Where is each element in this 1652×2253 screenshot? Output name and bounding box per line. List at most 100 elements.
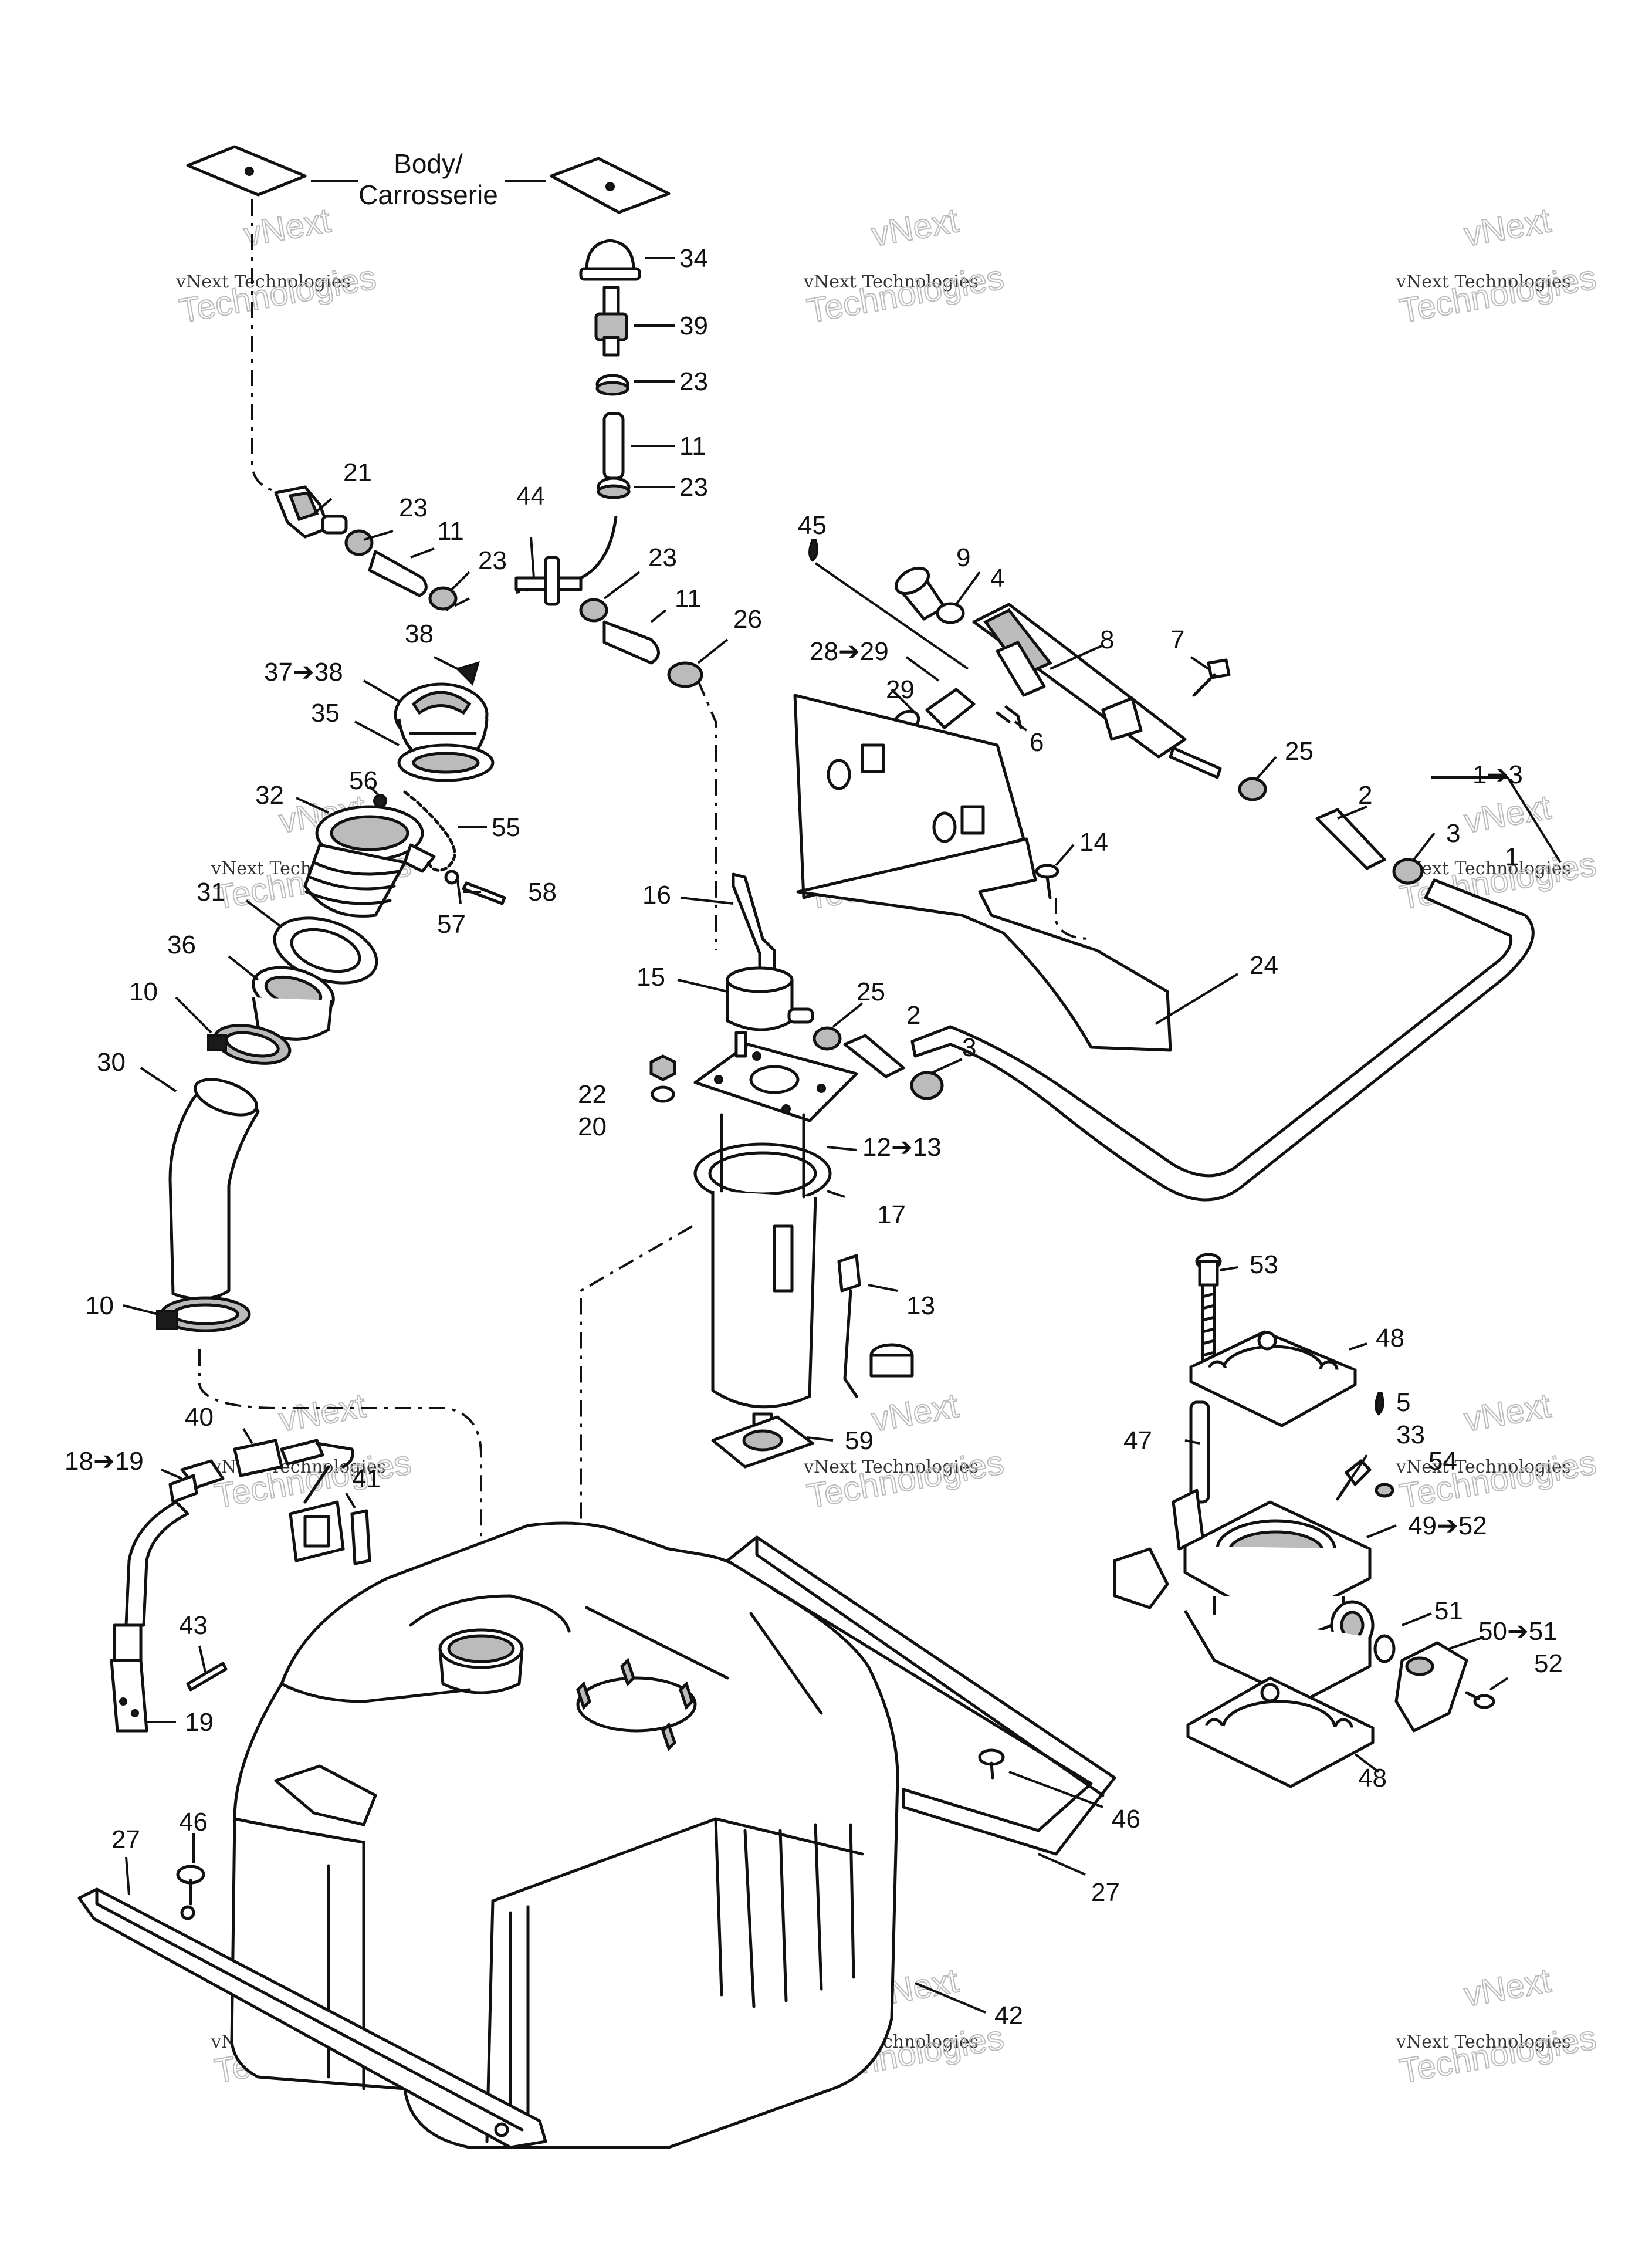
callout-16: 16 <box>642 881 671 909</box>
part-20-washer <box>651 1085 675 1103</box>
part-46-rivet-right <box>978 1748 1005 1780</box>
callout-23: 23 <box>679 473 708 502</box>
callout-32: 32 <box>255 781 284 810</box>
part-33-sensor-probe <box>1336 1459 1372 1501</box>
part-3-clamp-rail <box>1392 858 1424 885</box>
part-48-gasket-top <box>1189 1330 1357 1427</box>
part-4-o-ring <box>936 602 965 624</box>
callout-labels: 34 39 23 11 23 21 23 11 23 44 23 11 26 3… <box>65 244 1563 2030</box>
callout-40: 40 <box>185 1403 214 1432</box>
callout-31: 31 <box>197 878 225 906</box>
callout-43: 43 <box>179 1611 208 1640</box>
part-44-tee-fitting <box>514 516 618 606</box>
callout-50-51: 50➔51 <box>1478 1617 1558 1646</box>
callout-12-13: 12➔13 <box>862 1133 942 1162</box>
part-50-position-sensor <box>1394 1641 1468 1733</box>
watermark-vnext-technologies: vNext Technologies <box>1396 2032 1571 2052</box>
part-36-lock-nut <box>252 966 335 1041</box>
watermark-vnext: vNext <box>1461 1961 1553 2014</box>
part-57-washer <box>444 870 459 885</box>
filler-to-tank-route <box>198 1349 482 1631</box>
body-mount-plates: Body/ Carrosserie <box>186 145 671 214</box>
watermark-vnext: vNext <box>1461 1386 1553 1439</box>
part-30-filler-hose <box>168 1078 260 1301</box>
callout-54: 54 <box>1428 1447 1457 1476</box>
callout-2: 2 <box>1358 781 1372 810</box>
part-21-check-valve <box>274 485 348 539</box>
part-42-fuel-tank <box>230 1521 899 2149</box>
part-58-drain-tube <box>462 881 506 905</box>
part-41-strap-clip <box>289 1465 371 1565</box>
watermark-low-right: vNext vNext Technologies Technologies <box>1396 1386 1600 1516</box>
callout-7: 7 <box>1170 625 1184 654</box>
watermark-technologies: Technologies <box>1397 2018 1599 2090</box>
callout-26: 26 <box>733 605 762 634</box>
watermark-technologies: Technologies <box>804 1443 1007 1515</box>
watermark-vnext: vNext <box>869 201 961 254</box>
part-38-cap-plug <box>455 661 480 686</box>
part-32-filler-neck <box>303 805 436 918</box>
hose-26-route <box>697 680 717 950</box>
callout-56: 56 <box>349 766 378 795</box>
callout-14: 14 <box>1079 828 1108 857</box>
pump-to-tank-route <box>580 1225 693 1690</box>
callout-46: 46 <box>1112 1805 1140 1833</box>
part-14-screw <box>1035 864 1059 899</box>
callout-8: 8 <box>1100 625 1114 654</box>
watermark-technologies: Technologies <box>1397 1443 1599 1515</box>
callout-10: 10 <box>129 977 158 1006</box>
callout-35: 35 <box>311 699 340 728</box>
part-27-skid-plate-left <box>77 1887 547 2149</box>
callout-52: 52 <box>1534 1649 1563 1678</box>
callout-58: 58 <box>528 878 557 906</box>
part-34-rollover-cap <box>579 239 641 281</box>
vent-route-tee <box>445 597 470 611</box>
part-24-mount-panel <box>793 694 1172 1052</box>
part-10-hose-clamp-bottom <box>156 1296 251 1332</box>
part-45-check-drop <box>808 539 969 670</box>
watermark-vnext: vNext <box>1461 201 1553 254</box>
part-43-pin <box>186 1662 228 1692</box>
callout-23: 23 <box>679 367 708 396</box>
callout-53: 53 <box>1250 1250 1278 1279</box>
part-40-strap-buckle <box>233 1439 354 1477</box>
part-8-fuel-rail <box>972 603 1222 779</box>
callout-27: 27 <box>1091 1878 1120 1907</box>
watermark-vnext-technologies: vNext Technologies <box>1396 272 1571 292</box>
body-label-line2: Carrosserie <box>358 180 498 210</box>
part-7-bolt <box>1192 658 1231 697</box>
watermark-vnext-technologies: vNext Technologies <box>803 272 979 292</box>
part-39-vent-valve <box>594 286 628 357</box>
callout-27: 27 <box>111 1825 140 1854</box>
callout-42: 42 <box>994 2001 1023 2030</box>
part-3-clamp-pump <box>910 1071 944 1100</box>
part-23-clamp-left-a <box>344 529 374 556</box>
callout-45: 45 <box>798 511 827 540</box>
part-48-gasket-bottom <box>1186 1676 1375 1788</box>
watermark-vnext: vNext <box>241 201 333 254</box>
callout-21: 21 <box>343 458 372 487</box>
callout-34: 34 <box>679 244 708 273</box>
part-59-screen <box>711 1415 814 1469</box>
callout-4: 4 <box>990 564 1004 593</box>
watermark-vnext: vNext <box>276 1386 368 1439</box>
part-28-fitting <box>925 688 976 729</box>
part-9-fitting <box>895 566 946 621</box>
callout-33: 33 <box>1396 1420 1425 1449</box>
callout-39: 39 <box>679 312 708 340</box>
callout-59: 59 <box>845 1426 874 1455</box>
callout-1-3: 1➔3 <box>1472 760 1523 789</box>
callout-25: 25 <box>1285 737 1314 766</box>
watermark-top-center: vNext vNext Technologies Technologies <box>803 201 1007 331</box>
callout-29: 29 <box>886 675 915 704</box>
callout-6: 6 <box>1030 728 1044 757</box>
part-15-filter <box>726 966 814 1031</box>
bracket-14-route <box>1055 898 1092 940</box>
part-49-throttle-body <box>1113 1489 1375 1703</box>
part-1-fuel-hose <box>910 878 1535 1202</box>
callout-1: 1 <box>1505 843 1519 871</box>
callout-17: 17 <box>877 1200 906 1229</box>
callout-46: 46 <box>179 1808 208 1836</box>
callout-28-29: 28➔29 <box>810 637 889 666</box>
part-52-screw <box>1465 1691 1495 1709</box>
